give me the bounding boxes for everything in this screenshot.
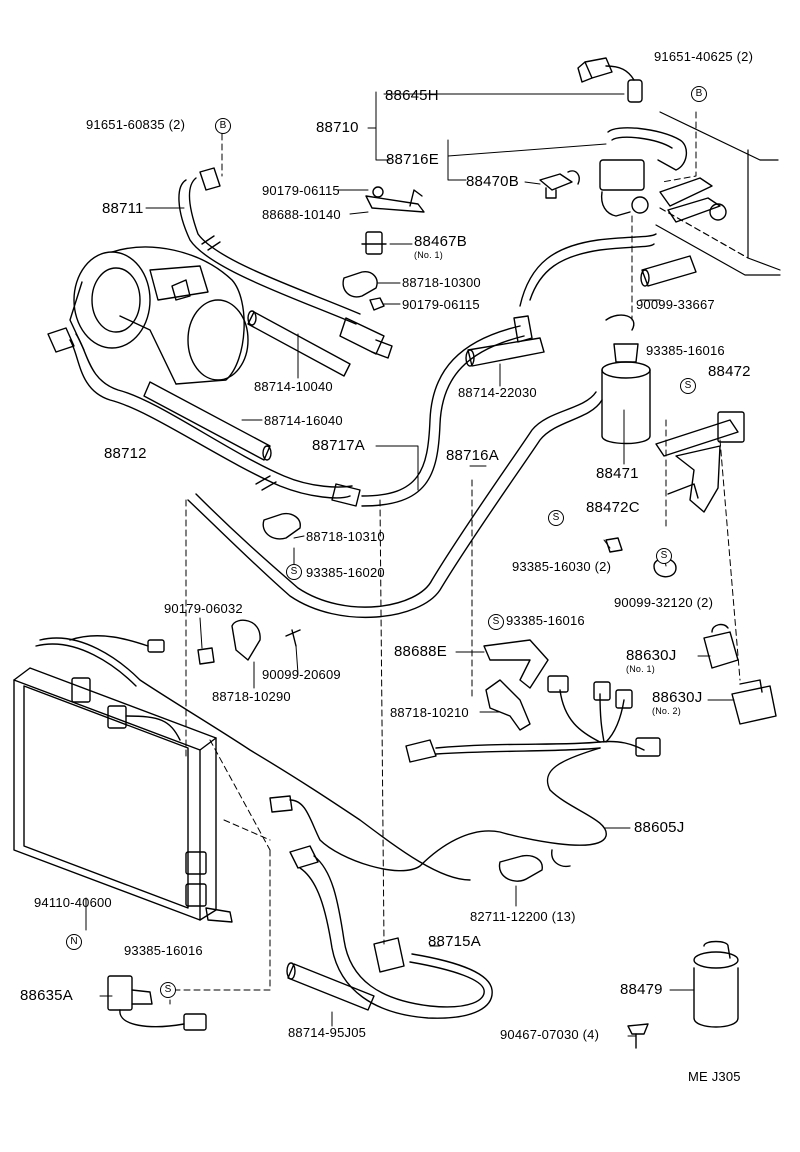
sensor-88635A [107, 975, 207, 1031]
hose-88717A [361, 315, 533, 507]
bolt-88470B [539, 170, 580, 199]
label-88630J-2-note: (No. 2) [652, 706, 681, 716]
label-88605J: 88605J [634, 819, 685, 836]
symbol-b-top: B [691, 86, 707, 102]
hose-88711 [178, 167, 393, 359]
label-88635A: 88635A [20, 987, 73, 1004]
label-88718-10300: 88718-10300 [402, 275, 481, 290]
label-90099-20609: 90099-20609 [262, 667, 341, 682]
label-91651-40625: 91651-40625 (2) [654, 49, 754, 64]
label-88688E: 88688E [394, 643, 447, 660]
label-88467B-text: 88467B [414, 233, 467, 250]
label-90099-32120: 90099-32120 (2) [614, 595, 714, 610]
label-88715A: 88715A [428, 933, 481, 950]
wiring-harness [269, 675, 661, 872]
label-88716A: 88716A [446, 447, 499, 464]
label-88630J-1: 88630J (No. 1) [626, 647, 677, 675]
condenser [13, 635, 471, 923]
label-88711: 88711 [102, 200, 144, 217]
label-88717A: 88717A [312, 437, 365, 454]
pressure-switch [577, 57, 643, 103]
bracket-88688E [483, 639, 549, 689]
clamp-88718-10300 [342, 271, 378, 298]
relay-88630J-2 [731, 679, 777, 725]
label-88471: 88471 [596, 465, 639, 482]
pipe-88715A [289, 845, 493, 1019]
symbol-n: N [66, 934, 82, 950]
label-90099-33667: 90099-33667 [636, 297, 715, 312]
label-88714-95J05: 88714-95J05 [288, 1025, 367, 1040]
label-91651-60835: 91651-60835 (2) [86, 117, 186, 132]
label-90179-06032: 90179-06032 [164, 601, 243, 616]
label-88472C: 88472C [586, 499, 640, 516]
insulator-88714-16040 [143, 381, 272, 461]
hose-88712 [47, 327, 361, 507]
symbol-s-88472C: S [548, 510, 564, 526]
oil-can-88479 [693, 940, 739, 1028]
label-88714-16040: 88714-16040 [264, 413, 343, 428]
symbol-s-90099-32120: S [656, 548, 672, 564]
label-88467B: 88467B (No. 1) [414, 233, 467, 261]
symbol-s-93385-16016: S [488, 614, 504, 630]
symbol-s-93385-16020: S [286, 564, 302, 580]
label-88470B: 88470B [466, 173, 519, 190]
label-88630J-1-note: (No. 1) [626, 664, 655, 674]
symbol-s-88472: S [680, 378, 696, 394]
label-88630J-2-text: 88630J [652, 689, 703, 706]
label-88718-10290: 88718-10290 [212, 689, 291, 704]
insulator-88714-95J05 [286, 962, 375, 1011]
label-93385-16020: 93385-16020 [306, 565, 385, 580]
expansion-block [599, 127, 727, 223]
label-88479: 88479 [620, 981, 663, 998]
label-90179-06115-a: 90179-06115 [262, 183, 340, 198]
compressor [69, 246, 249, 385]
insulator-88714-22030 [465, 337, 545, 367]
bracket-88688-10140 [365, 186, 425, 213]
engine-outline [655, 111, 781, 276]
label-88712: 88712 [104, 445, 147, 462]
receiver-88471 [601, 314, 651, 445]
label-88630J-2: 88630J (No. 2) [652, 689, 703, 717]
label-88718-10310: 88718-10310 [306, 529, 385, 544]
label-88467B-note: (No. 1) [414, 250, 443, 260]
label-88714-10040: 88714-10040 [254, 379, 333, 394]
label-93385-16016-a: 93385-16016 [646, 343, 725, 358]
clamp-82711-12200 [498, 854, 543, 882]
label-88645H: 88645H [385, 87, 439, 104]
relay-88630J-1 [703, 623, 739, 669]
valve-88467B [361, 231, 387, 255]
bracket-88472 [655, 411, 745, 513]
tube-90099-33667 [640, 255, 697, 287]
label-88718-10210: 88718-10210 [390, 705, 469, 720]
symbol-b-left: B [215, 118, 231, 134]
label-90467-07030: 90467-07030 (4) [500, 1027, 600, 1042]
small-clamps [197, 619, 301, 665]
label-88714-22030: 88714-22030 [458, 385, 537, 400]
clamp-88718-10310 [262, 512, 301, 540]
nut-90179-06115 [369, 297, 385, 311]
label-93385-16016-c: 93385-16016 [124, 943, 203, 958]
dashed-lines [169, 111, 741, 1005]
label-90179-06115-b: 90179-06115 [402, 297, 480, 312]
label-94110-40600: 94110-40600 [34, 895, 112, 910]
label-88710: 88710 [316, 119, 359, 136]
symbol-s-bottom: S [160, 982, 176, 998]
label-88630J-1-text: 88630J [626, 647, 677, 664]
insulator-88714-10040 [247, 310, 351, 377]
label-93385-16016-b: 93385-16016 [506, 613, 585, 628]
pipe-88716A [187, 233, 657, 619]
label-93385-16030: 93385-16030 (2) [512, 559, 612, 574]
label-88472: 88472 [708, 363, 751, 380]
label-88716E: 88716E [386, 151, 439, 168]
label-88688-10140: 88688-10140 [262, 207, 341, 222]
bracket-88718-10210 [485, 679, 531, 731]
diagram-code: ME J305 [688, 1069, 741, 1084]
nut-88472C [605, 537, 623, 553]
label-82711-12200: 82711-12200 (13) [470, 909, 576, 924]
leader-lines [85, 91, 735, 1037]
